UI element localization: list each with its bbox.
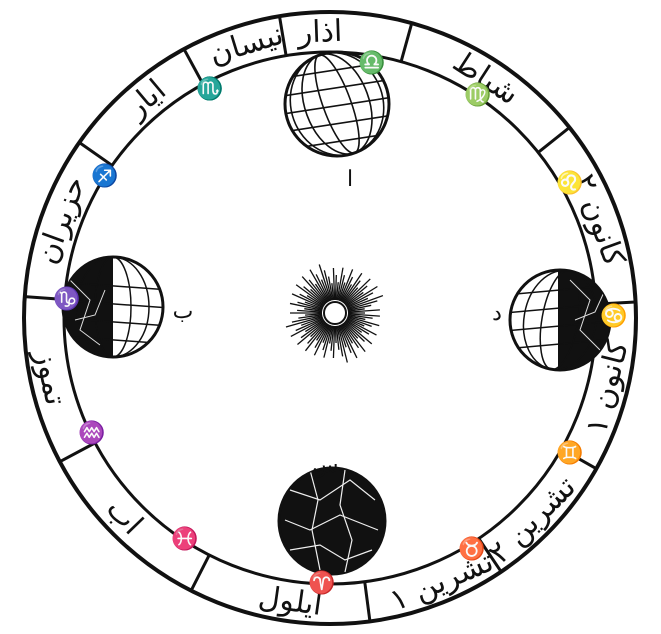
zodiac-libra: ♎ [358, 50, 385, 76]
sun-ray [335, 326, 336, 343]
zodiac-sagittarius: ♐ [91, 163, 118, 189]
label-earth-top: ا [347, 167, 353, 192]
zodiac-aries: ♈ [308, 570, 335, 596]
zodiac-gemini: ♊ [556, 440, 583, 466]
earth-bottom [279, 468, 385, 574]
label-earth-right: د [492, 301, 502, 326]
label-earth-left: ب [173, 299, 194, 324]
zodiac-capricorn: ♑ [53, 286, 80, 312]
month-label-adhar: اذار [295, 14, 343, 51]
label-earth-bottom: س [312, 453, 339, 478]
zodiac-aquarius: ♒ [78, 420, 105, 446]
zodiac-pisces: ♓ [171, 526, 198, 552]
zodiac-virgo: ♍ [464, 82, 491, 108]
zodiac-taurus: ♉ [458, 536, 485, 562]
zodiac-scorpio: ♏ [196, 76, 223, 102]
zodiac-cancer: ♋ [600, 303, 627, 329]
zodiac-leo: ♌ [556, 170, 583, 196]
